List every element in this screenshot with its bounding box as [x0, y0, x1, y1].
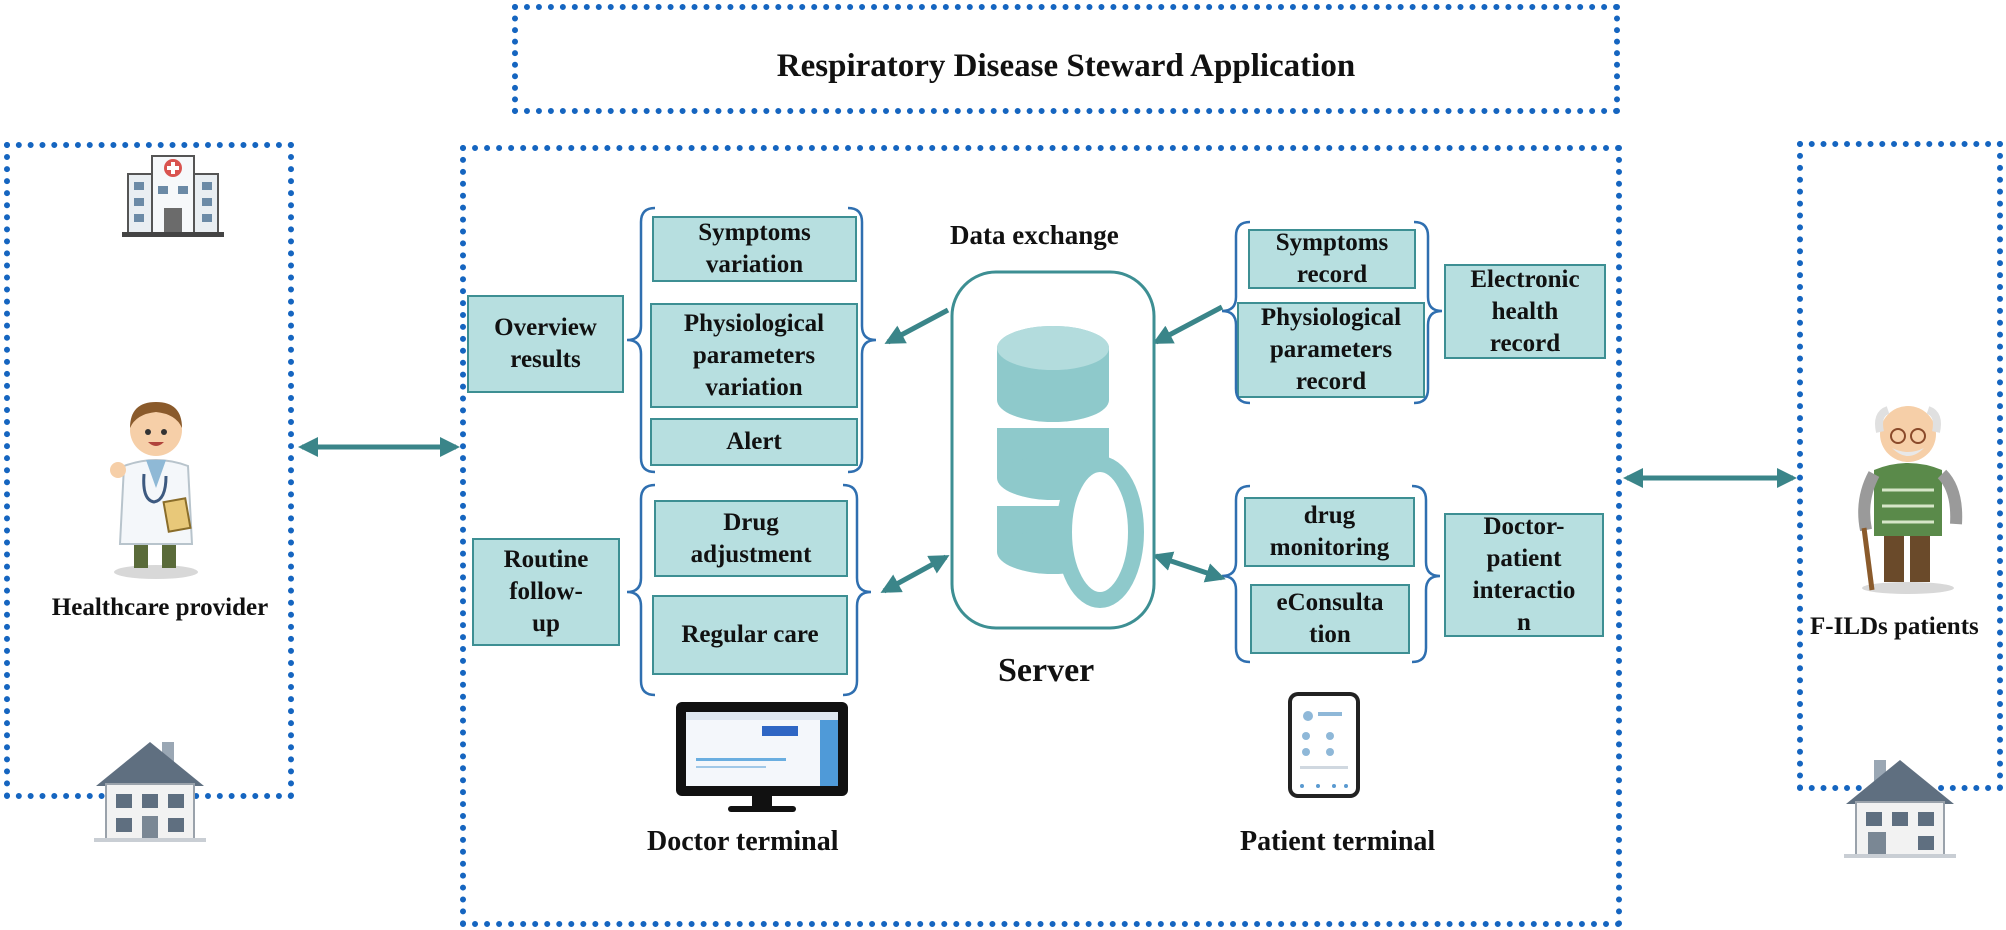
doctor-patient-interaction-box: Doctor- patient interactio n [1444, 513, 1604, 637]
physiological-variation-box: Physiological parameters variation [650, 303, 858, 408]
house-icon [94, 742, 206, 842]
drug-adjustment-box: Drug adjustment [654, 500, 848, 577]
doctor-terminal-label: Doctor terminal [647, 826, 839, 857]
diagram-title: Respiratory Disease Steward Application [776, 48, 1356, 84]
monitor-icon [676, 702, 848, 812]
symptoms-variation-box: Symptoms variation [652, 216, 857, 282]
symptoms-record-box: Symptoms record [1248, 229, 1416, 289]
healthcare-provider-label: Healthcare provider [51, 594, 269, 621]
title-frame [512, 4, 1620, 114]
physiological-record-box: Physiological parameters record [1237, 302, 1425, 398]
house-icon-right [1844, 760, 1956, 858]
econsultation-box: eConsulta tion [1250, 584, 1410, 654]
regular-care-box: Regular care [652, 595, 848, 675]
server-label: Server [998, 652, 1095, 689]
data-exchange-label: Data exchange [950, 220, 1119, 250]
electronic-health-record-box: Electronic health record [1444, 264, 1606, 359]
database-icon [950, 270, 1156, 630]
overview-results-box: Overview results [467, 295, 624, 393]
drug-monitoring-box: drug monitoring [1244, 497, 1415, 567]
doctor-icon [110, 402, 198, 579]
hospital-icon [122, 155, 224, 237]
alert-box: Alert [650, 418, 858, 466]
elderly-patient-icon [1858, 406, 1963, 594]
application-panel [460, 145, 1622, 927]
routine-follow-up-box: Routine follow- up [472, 538, 620, 646]
phone-icon [1288, 692, 1360, 798]
patients-label: F-ILDs patients [1810, 613, 1979, 640]
patient-terminal-label: Patient terminal [1240, 826, 1436, 857]
